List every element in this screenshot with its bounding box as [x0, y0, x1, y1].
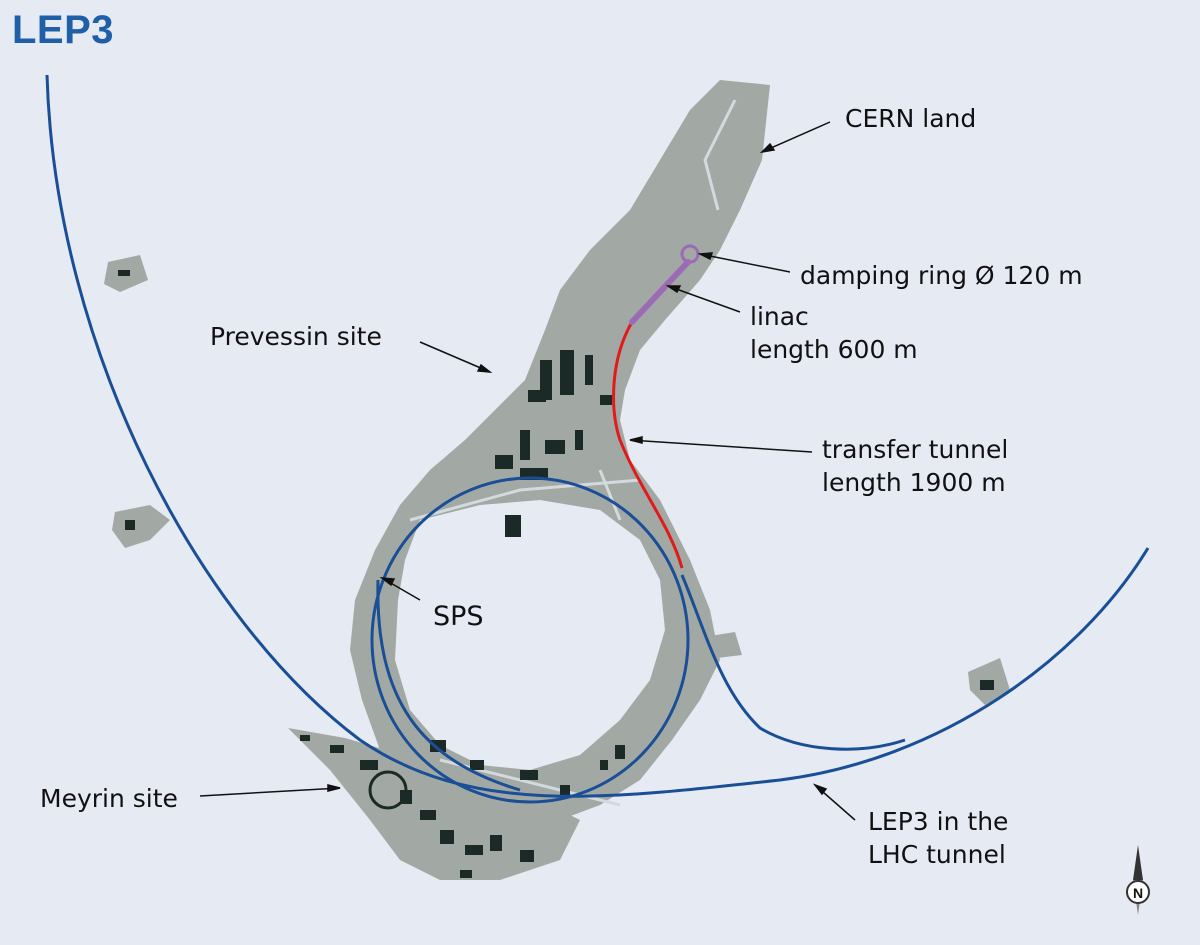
building-footprint: [545, 440, 565, 454]
building-footprint: [470, 760, 484, 770]
label-cern-land: CERN land: [845, 104, 977, 133]
label-lep3-line1: LEP3 in the: [868, 807, 1009, 836]
linac-line: [629, 259, 691, 325]
building-footprint: [560, 350, 574, 395]
label-meyrin: Meyrin site: [40, 784, 178, 813]
building-footprint: [460, 870, 472, 878]
land-patch-w: [112, 505, 170, 548]
building-footprint: [420, 810, 436, 820]
label-sps: SPS: [433, 601, 484, 632]
building-footprint: [490, 835, 502, 851]
figure-title: LEP3: [12, 8, 115, 52]
arrow-sps: [379, 577, 396, 587]
leader-damping-ring: [699, 253, 791, 273]
arrow-prevessin: [476, 363, 493, 373]
leader-prevessin: [419, 341, 491, 373]
building-footprint: [615, 745, 625, 759]
label-damping-ring: damping ring Ø 120 m: [800, 261, 1083, 290]
building-footprint: [528, 390, 546, 402]
lep3-transfer-branch: [680, 574, 906, 751]
building-footprint: [440, 830, 454, 844]
label-transfer-line1: transfer tunnel: [822, 435, 1009, 464]
building-footprint: [360, 760, 378, 770]
label-transfer-tunnel: transfer tunnel length 1900 m: [822, 433, 1008, 499]
building-footprint: [575, 430, 583, 450]
arrow-meyrin: [327, 784, 341, 792]
building-footprint: [520, 430, 530, 460]
building-footprint: [465, 845, 483, 855]
building-footprint: [600, 395, 612, 405]
leader-lines: [199, 121, 856, 821]
building-footprint: [520, 770, 538, 780]
building-footprint: [585, 355, 593, 385]
label-transfer-line2: length 1900 m: [822, 468, 1006, 497]
building-footprint: [118, 270, 130, 276]
meyrin-ring-building: [368, 770, 408, 810]
arrow-cern-land: [759, 142, 776, 154]
arrow-damping-ring: [697, 252, 714, 261]
building-footprint: [300, 735, 310, 741]
leader-transfer: [629, 439, 813, 453]
building-footprint: [495, 455, 513, 469]
label-linac-line2: length 600 m: [750, 335, 918, 364]
leader-linac: [667, 285, 741, 313]
building-footprint: [430, 740, 446, 752]
damping-ring-icon: [680, 244, 700, 264]
label-linac: linac length 600 m: [750, 300, 918, 366]
sps-inner-area: [395, 500, 665, 770]
compass-letter: N: [1133, 885, 1143, 901]
north-arrow-icon: N: [1126, 845, 1150, 915]
label-lep3-line2: LHC tunnel: [868, 840, 1006, 869]
label-linac-line1: linac: [750, 302, 809, 331]
arrow-lep3: [812, 783, 828, 796]
transfer-tunnel-line: [612, 321, 684, 569]
arrow-transfer: [629, 436, 643, 444]
building-footprint: [330, 745, 344, 753]
building-footprint: [980, 680, 994, 690]
buildings: [118, 270, 994, 878]
label-prevessin: Prevessin site: [210, 322, 382, 351]
lhc-tunnel-ring: [45, 74, 1150, 798]
building-footprint: [125, 520, 135, 530]
sps-ring: [370, 476, 690, 804]
building-footprint: [520, 850, 534, 862]
arrow-linac: [665, 285, 682, 294]
leader-cern-land: [761, 121, 831, 153]
building-footprint: [560, 785, 570, 797]
label-lep3: LEP3 in the LHC tunnel: [868, 805, 1008, 871]
land-patch-ring-east: [685, 632, 742, 660]
building-footprint: [505, 515, 521, 537]
leader-meyrin: [199, 787, 341, 797]
building-footprint: [600, 760, 608, 770]
lep3-injection-branch: [376, 579, 521, 792]
